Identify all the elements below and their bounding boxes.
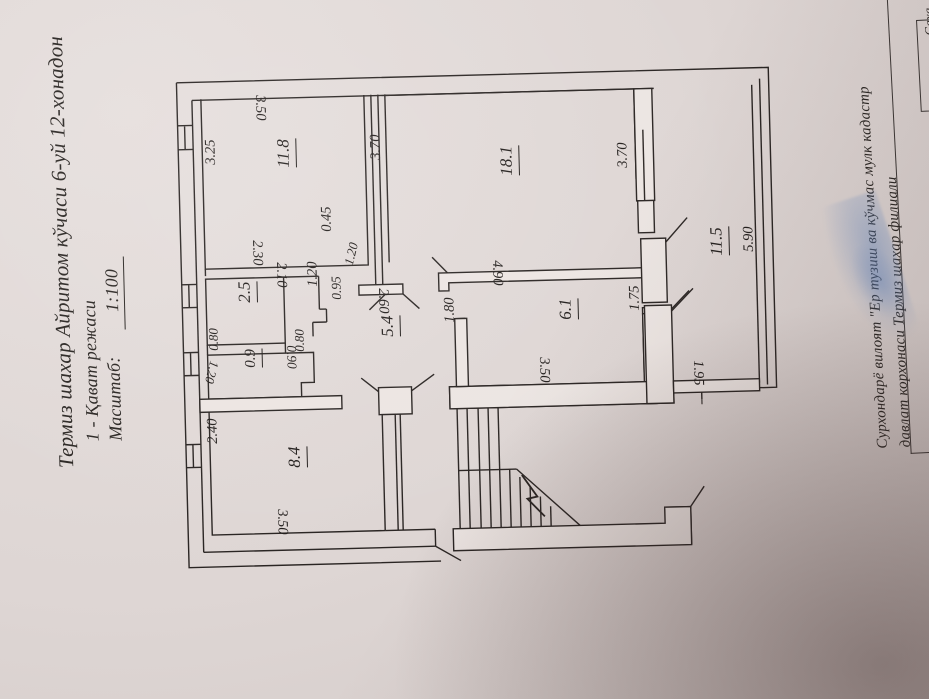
dim-bottom-3-50: 3.50	[274, 509, 291, 535]
room-label-2-5: 2.5	[234, 281, 258, 303]
room-label-11-5: 11.5	[706, 226, 730, 256]
stamp-inner-label: Саха	[920, 7, 929, 37]
dim-5-90: 5.90	[740, 226, 757, 252]
dim-1-75: 1.75	[626, 285, 643, 311]
wall-1-95	[672, 377, 761, 394]
dim-3-50-mid: 3.50	[536, 357, 553, 383]
dim-0-45: 0.45	[318, 206, 335, 232]
room-label-6-1: 6.1	[555, 298, 579, 320]
wall-4-90	[431, 252, 656, 292]
title-block: Термиз шахар Айритом кўчаси 6-уй 12-хона…	[41, 0, 130, 468]
scale-value: 1:100	[100, 256, 126, 331]
dim-left-3-25: 3.25	[202, 139, 219, 165]
dim-2-10: 2.10	[273, 262, 290, 288]
room-label-11-8: 11.8	[273, 138, 297, 168]
bottom-left-door	[385, 528, 462, 562]
dim-0-95: 0.95	[328, 275, 344, 300]
scale-label: Масштаб:	[103, 356, 126, 442]
wall-3-50-horizontal	[448, 317, 675, 410]
room-label-5-4: 5.4	[377, 315, 401, 337]
dim-4-90: 4.90	[489, 260, 506, 286]
wall-bottom-stairwell	[452, 485, 705, 552]
dim-0-80-b: 0.80	[291, 328, 307, 352]
room-label-8-4: 8.4	[284, 446, 308, 468]
dim-1-80: 1.80	[441, 297, 458, 323]
door-swing-2-60	[368, 293, 420, 311]
dim-1-20-a: 1.20	[304, 261, 321, 287]
room-label-0-9: 0.9	[242, 348, 263, 368]
partition-right-of-18-1	[633, 87, 656, 234]
room-11-8-walls	[200, 94, 369, 277]
outer-wall-envelope	[175, 66, 778, 569]
dim-2-40: 2.40	[204, 418, 221, 444]
dim-2-30: 2.30	[249, 240, 266, 266]
wall-lower-left	[199, 394, 343, 414]
dim-1-95: 1.95	[690, 360, 707, 386]
dim-right-3-70: 3.70	[614, 142, 631, 168]
right-column-6-1	[643, 287, 694, 405]
dim-2-60: 2.60	[375, 288, 392, 314]
dim-0-80-a: 0.80	[205, 327, 221, 351]
dim-top-3-50: 3.50	[252, 95, 269, 121]
central-column	[360, 373, 435, 531]
dim-mid-3-70: 3.70	[367, 134, 384, 160]
window-openings-left	[177, 124, 202, 469]
staircase	[456, 407, 581, 529]
room-label-18-1: 18.1	[496, 145, 520, 176]
